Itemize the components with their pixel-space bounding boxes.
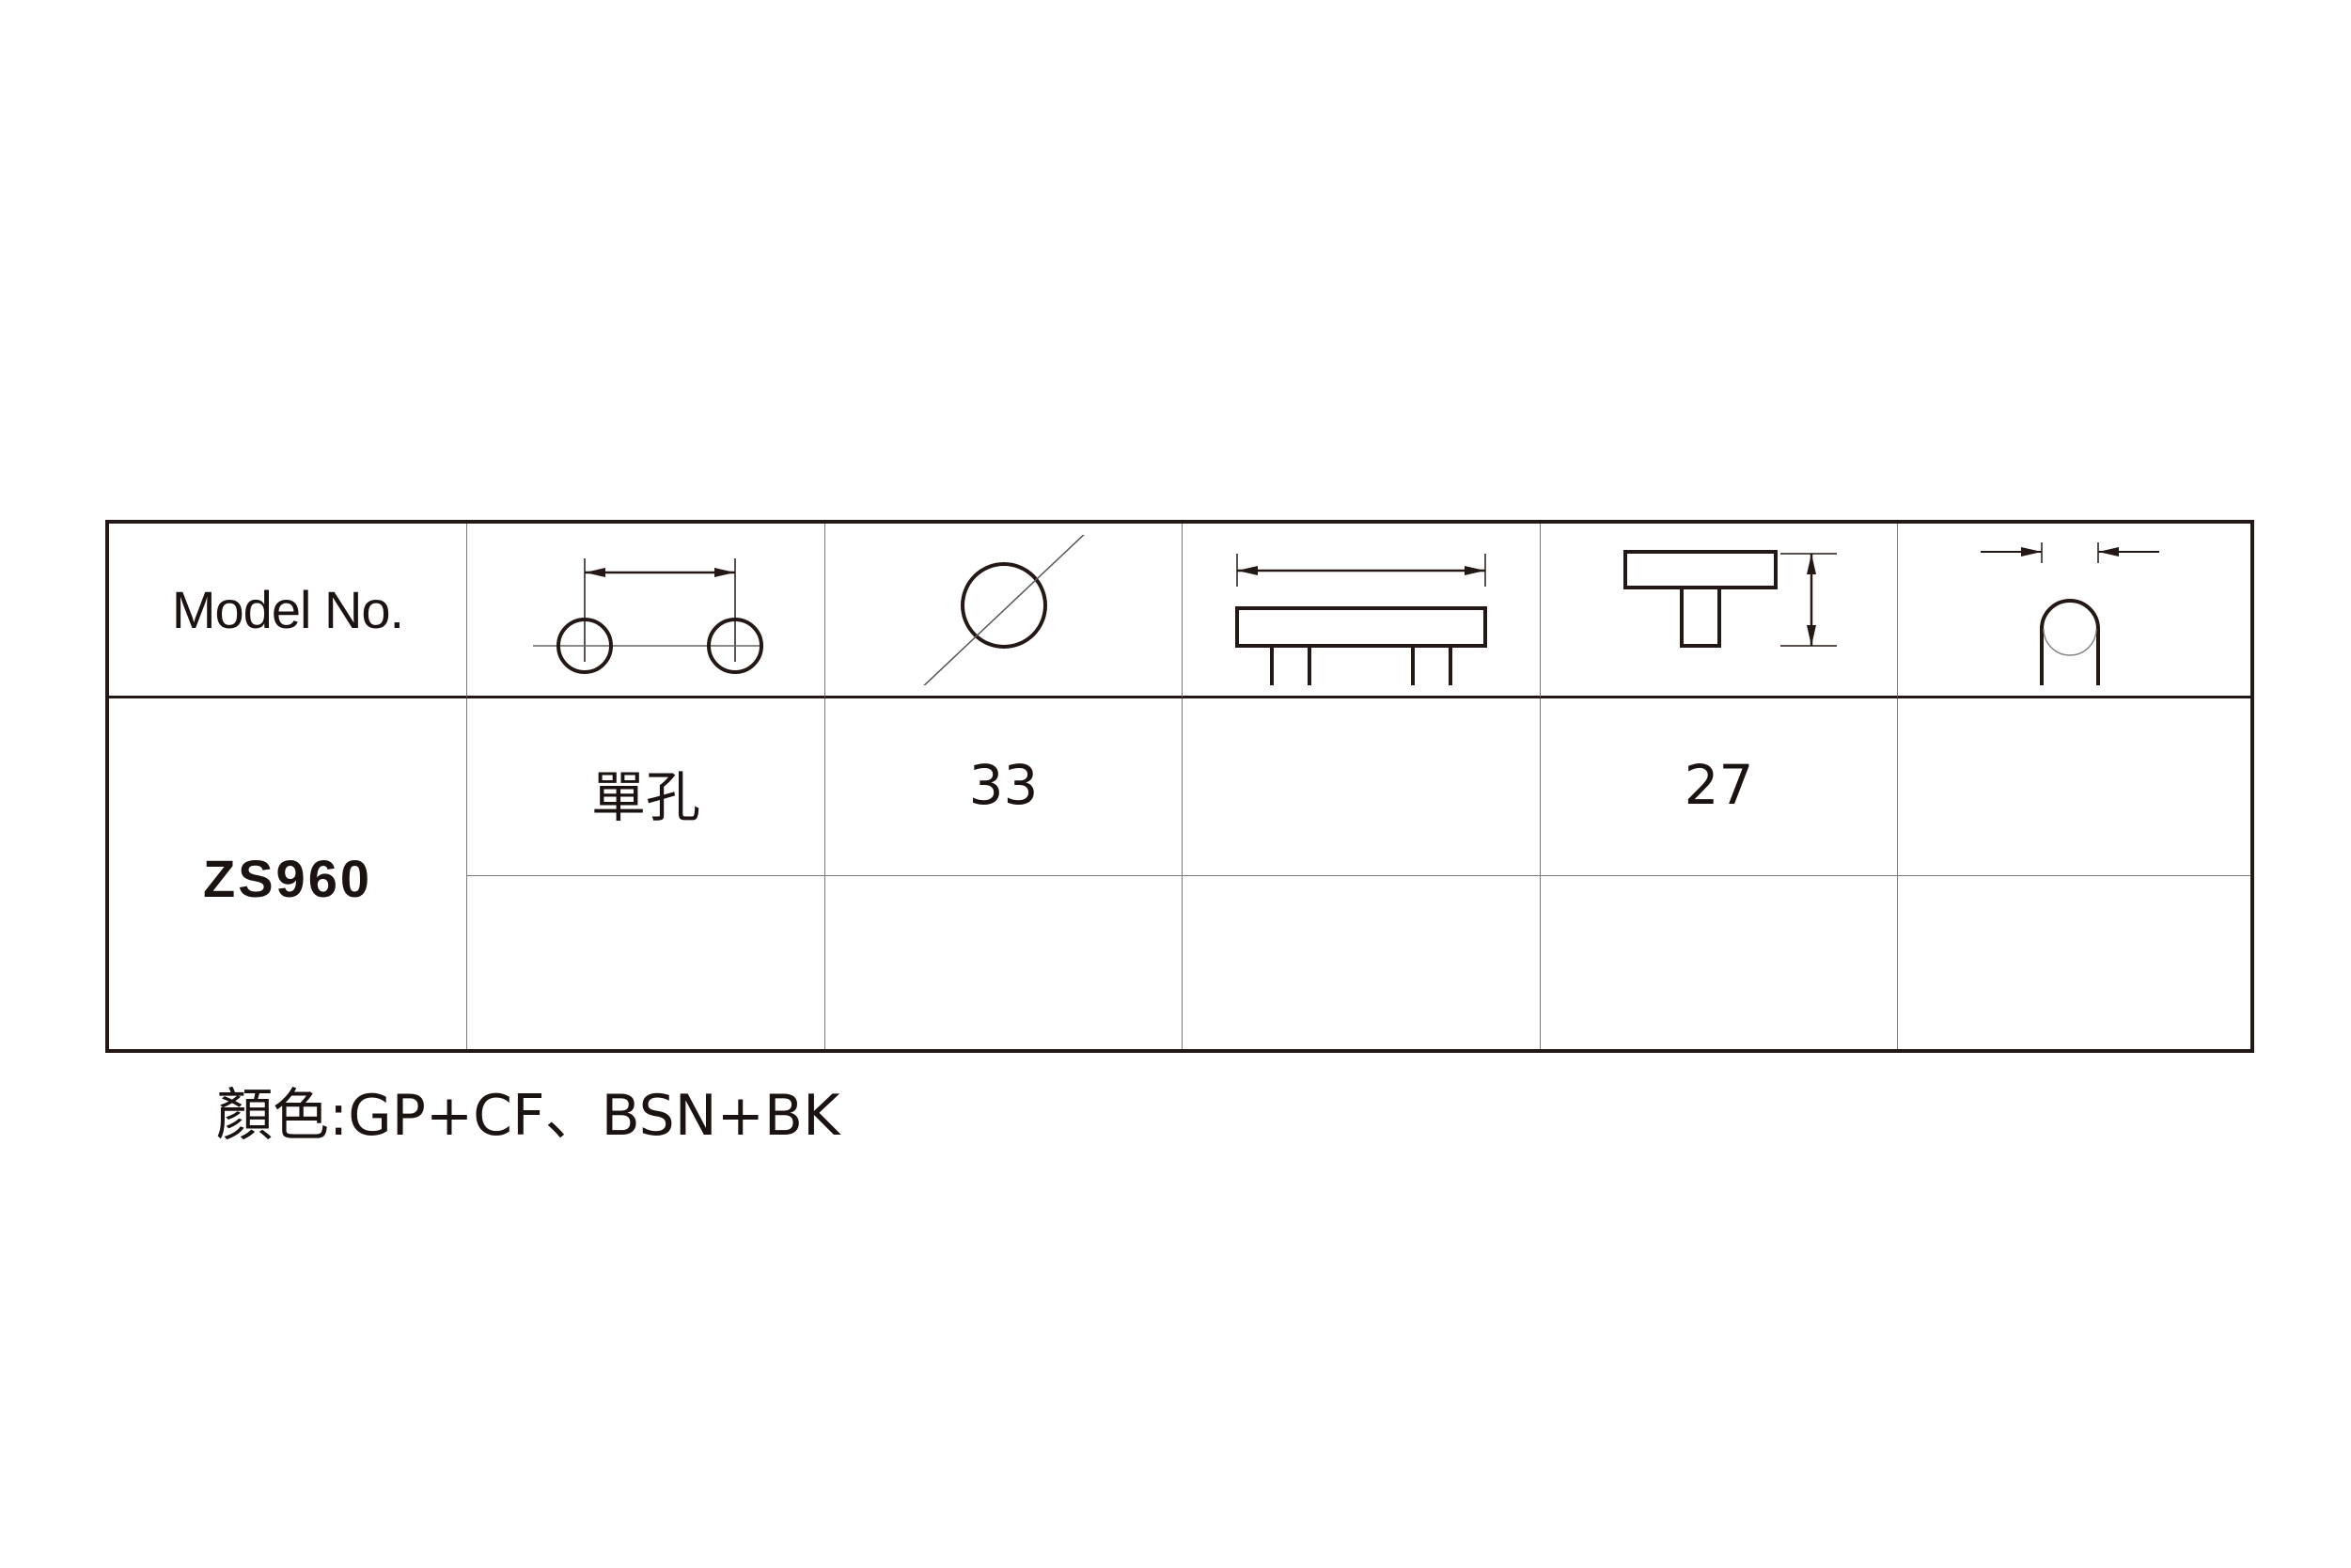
empty-cell xyxy=(1898,876,2250,1049)
header-width-cell xyxy=(1898,524,2250,698)
diameter-value-cell: 33 xyxy=(825,698,1183,876)
header-model-cell: Model No. xyxy=(109,524,467,698)
header-height-cell xyxy=(1541,524,1898,698)
header-length-cell xyxy=(1183,524,1541,698)
empty-cell xyxy=(1541,876,1898,1049)
length-value-cell xyxy=(1183,698,1541,876)
color-note: 顏色:GP+CF、BSN+BK xyxy=(216,1083,840,1149)
spec-table: Model No. xyxy=(105,520,2254,1053)
model-no-label: Model No. xyxy=(171,580,404,639)
height-value: 27 xyxy=(1684,753,1754,817)
width-icon xyxy=(1980,541,2159,685)
height-icon xyxy=(1622,549,1837,648)
model-number: ZS960 xyxy=(203,849,372,908)
model-value-cell: ZS960 xyxy=(109,698,467,1049)
hole-spacing-value: 單孔 xyxy=(590,765,700,829)
empty-cell xyxy=(467,876,825,1049)
hole-spacing-value-cell: 單孔 xyxy=(467,698,825,876)
width-value-cell xyxy=(1898,698,2250,876)
diameter-icon xyxy=(922,534,1085,685)
header-hole-spacing-cell xyxy=(467,524,825,698)
length-icon xyxy=(1235,553,1487,685)
diameter-value: 33 xyxy=(968,753,1039,817)
height-value-cell: 27 xyxy=(1541,698,1898,876)
empty-cell xyxy=(1183,876,1541,1049)
hole-spacing-icon xyxy=(533,557,763,674)
empty-cell xyxy=(825,876,1183,1049)
header-diameter-cell xyxy=(825,524,1183,698)
